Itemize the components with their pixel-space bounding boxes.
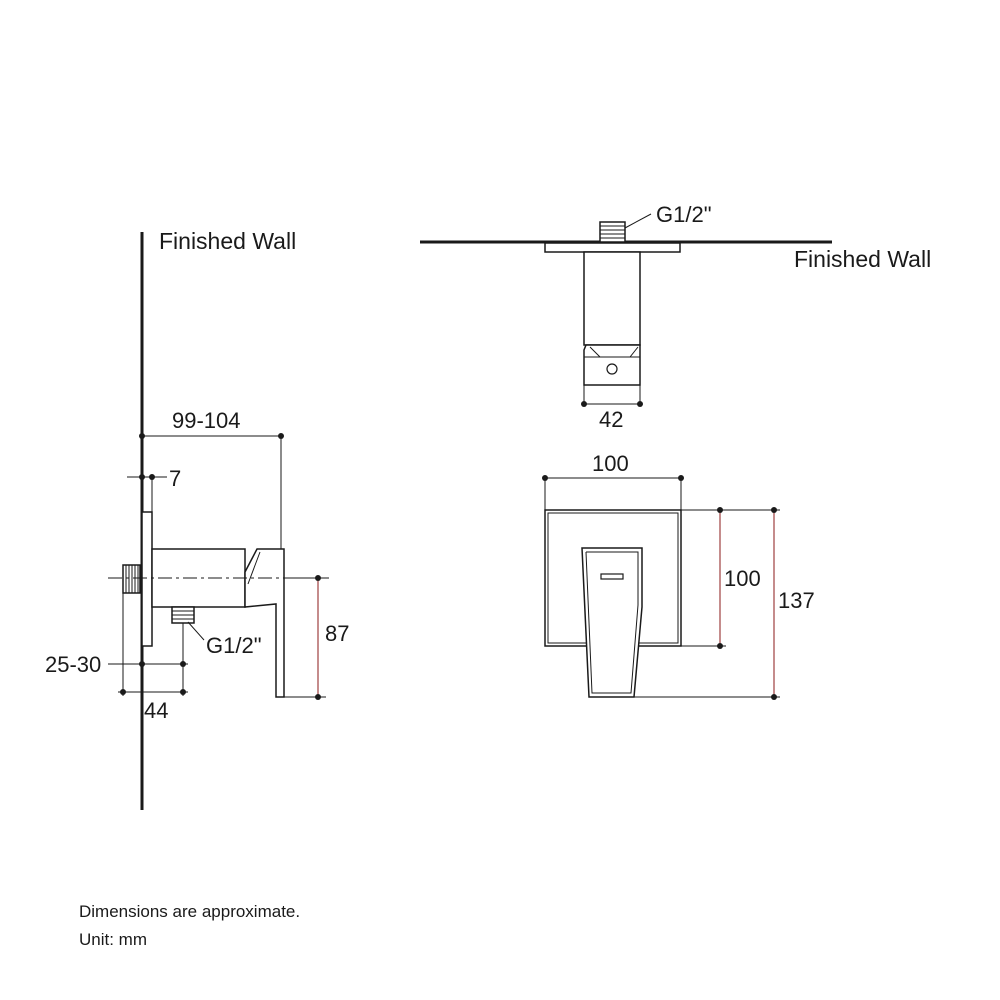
side-wall-label: Finished Wall	[159, 228, 296, 254]
dim-plate-dot-b	[149, 474, 155, 480]
note-approximate: Dimensions are approximate.	[79, 902, 301, 921]
top-body	[583, 251, 641, 346]
front-handle	[581, 547, 643, 698]
side-handle	[244, 548, 285, 698]
dim-depth-dot-a	[139, 433, 145, 439]
top-thread-label: G1/2"	[656, 202, 712, 227]
note-unit: Unit: mm	[79, 930, 147, 949]
top-dim-width-label: 42	[599, 407, 623, 432]
side-thread-leader	[187, 621, 205, 641]
side-cover-plate	[141, 511, 153, 647]
side-view	[108, 232, 330, 810]
front-dim-total-label: 137	[778, 588, 815, 613]
front-view	[542, 475, 780, 700]
side-inlet-thread-ridges	[125, 565, 139, 593]
dim-depth-dot-b	[278, 433, 284, 439]
top-handle-hole	[606, 363, 618, 375]
dim-plate-dot-a	[139, 474, 145, 480]
top-thread-leader	[624, 213, 652, 229]
side-dim-plate-label: 7	[169, 466, 181, 491]
top-thread	[599, 221, 626, 243]
side-handle-edge	[247, 551, 261, 585]
front-dim-height-label: 100	[724, 566, 761, 591]
side-dim-body-label: 44	[144, 698, 168, 723]
top-view	[420, 213, 832, 407]
top-wall-label: Finished Wall	[794, 246, 931, 272]
side-thread-label: G1/2"	[206, 633, 262, 658]
side-dim-depth-label: 99-104	[172, 408, 241, 433]
side-outlet-thread-ridges	[172, 610, 194, 620]
top-thread-ridges	[600, 225, 625, 239]
top-cover-plate	[544, 242, 681, 253]
front-dim-width-label: 100	[592, 451, 629, 476]
side-dim-recess-label: 25-30	[45, 652, 101, 677]
side-dim-height-label: 87	[325, 621, 349, 646]
front-handle-slot	[600, 573, 624, 580]
top-handle	[583, 344, 641, 386]
